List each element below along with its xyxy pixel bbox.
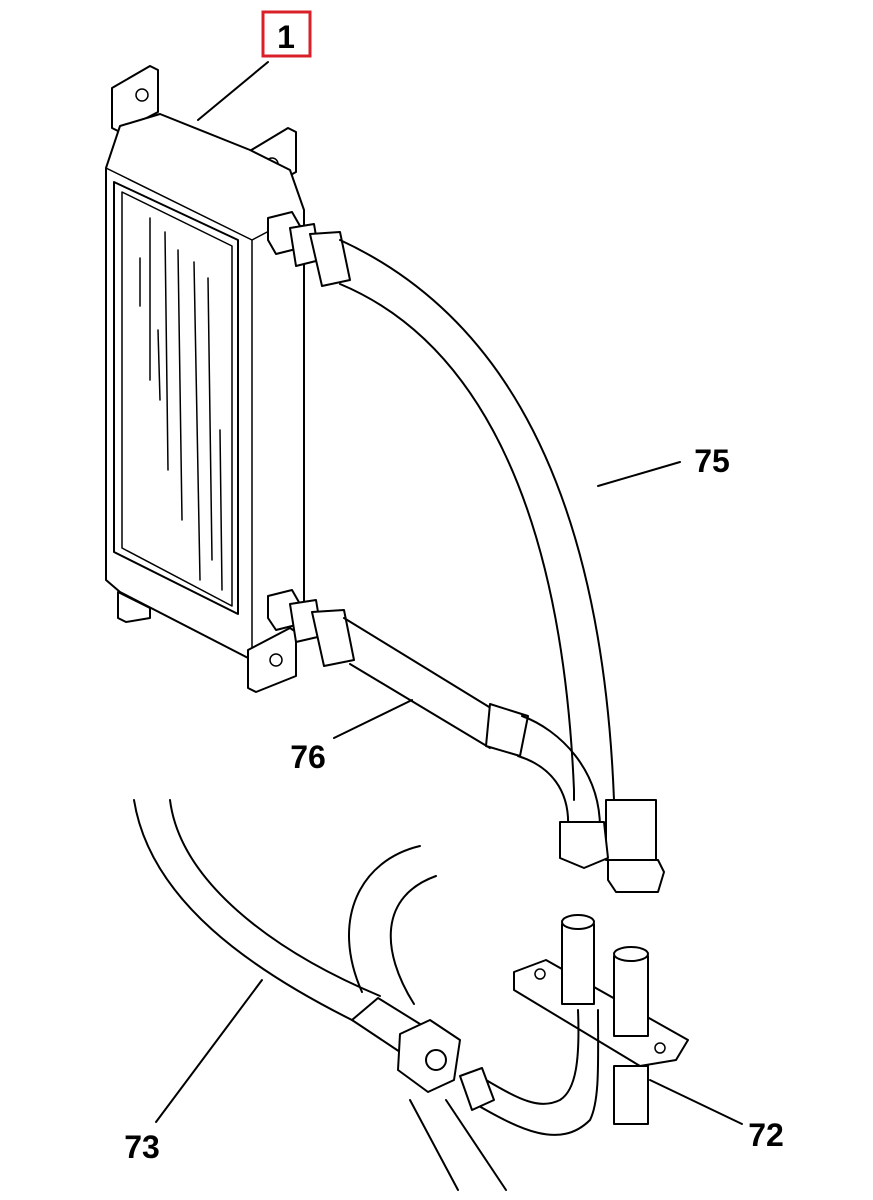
highlight-box [261, 10, 312, 58]
hose-part-75[interactable] [339, 239, 665, 893]
callout-label-72: 72 [748, 1117, 784, 1153]
callout-label-1: 1 [277, 19, 295, 55]
hose-part-76[interactable] [343, 617, 609, 869]
callout-72[interactable]: 72 [748, 1117, 784, 1153]
hose-part-73[interactable] [133, 799, 507, 1191]
leader-lines [155, 61, 743, 1125]
callout-label-75: 75 [694, 443, 730, 479]
callout-76[interactable]: 76 [290, 739, 326, 775]
cooler-part-1[interactable] [105, 65, 355, 693]
bracket-part-72[interactable] [459, 914, 689, 1136]
callout-label-76: 76 [290, 739, 326, 775]
callout-label-73: 73 [124, 1129, 160, 1165]
callout-73[interactable]: 73 [124, 1129, 160, 1165]
callout-1[interactable]: 1 [261, 10, 312, 58]
callout-75[interactable]: 75 [694, 443, 730, 479]
